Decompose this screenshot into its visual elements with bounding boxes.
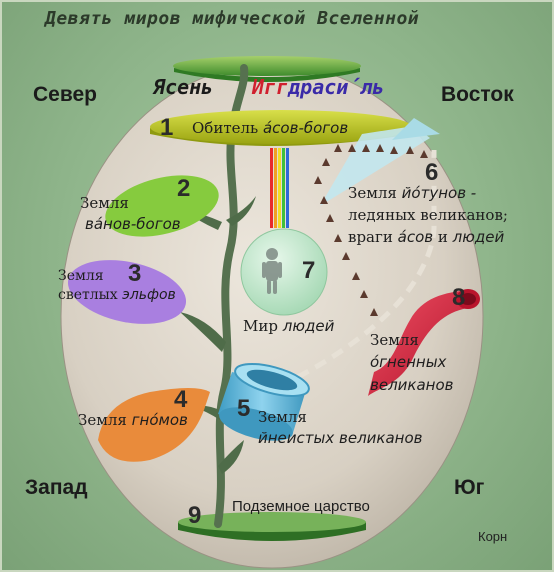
- world-6-line2: ледяных великанов;: [348, 206, 508, 224]
- dashed-path: [278, 150, 437, 389]
- yggdrasil-label: Иггдраси́ль: [252, 76, 384, 98]
- world-6-line3-plain: враги: [348, 228, 393, 246]
- direction-south: Юг: [454, 476, 485, 499]
- world-1-line1-italic: а́сов-богов: [262, 119, 349, 137]
- world-1-disc: [150, 110, 412, 144]
- world-4-cone: [98, 388, 210, 462]
- world-5-number: 5: [237, 395, 251, 422]
- diagram-title: Девять миров мифической Вселенной: [45, 8, 420, 29]
- world-3-line2-italic: эльфов: [122, 287, 176, 303]
- world-8-tube: [368, 290, 470, 396]
- world-6-line3-mid: и: [437, 228, 448, 246]
- rainbow-bridge: [270, 148, 289, 228]
- world-7-bubble: [240, 228, 328, 316]
- human-figure-icon: [262, 248, 282, 294]
- crown-disc: [173, 56, 361, 76]
- world-9-number: 9: [188, 502, 202, 529]
- world-7-line1: Мир: [243, 317, 278, 335]
- world-6-line1: Земля йо́тунов -: [348, 185, 476, 202]
- world-8-line3-italic: великанов: [370, 376, 454, 394]
- world-4-line1: Земля: [78, 411, 127, 429]
- world-4-label: Земля гно́мов: [78, 412, 188, 429]
- world-6-line3-italic-a: а́сов: [397, 228, 434, 246]
- yggdrasil-part2: драси́ль: [288, 75, 385, 99]
- world-1-line1: Обитель: [192, 119, 259, 137]
- world-4-number: 4: [174, 386, 188, 413]
- world-3-disc: [67, 260, 187, 324]
- world-5-line2: йнеистых великанов: [258, 430, 423, 447]
- world-8-line1: Земля: [370, 331, 419, 349]
- world-6-line1-plain: Земля: [348, 184, 397, 202]
- world-2-line1: Земля: [80, 194, 129, 212]
- world-8-line2-italic: о́гненных: [370, 353, 447, 371]
- world-2-disc: [105, 175, 219, 237]
- world-2-line2: ва́нов-богов: [85, 216, 181, 233]
- world-6-line3-italic-b: людей: [452, 228, 505, 246]
- world-3-line1: Земля: [58, 268, 104, 284]
- author-signature: Корн: [478, 529, 508, 544]
- direction-west: Запад: [25, 476, 88, 499]
- world-4-line1-italic: гно́мов: [131, 411, 188, 429]
- world-6-line3: враги а́сов и людей: [348, 229, 504, 246]
- world-7-label: Мир людей: [243, 318, 334, 335]
- world-9-label: Подземное царство: [232, 498, 370, 515]
- world-3-number: 3: [128, 260, 142, 287]
- world-5-line2-italic: йнеистых великанов: [258, 429, 423, 447]
- direction-east: Восток: [441, 83, 514, 106]
- world-6-line1-italic: йо́тунов -: [401, 184, 477, 202]
- world-1-number: 1: [160, 114, 174, 141]
- mountain-markers: [314, 144, 428, 316]
- yggdrasil-part1: Игг: [252, 75, 289, 99]
- world-7-number: 7: [302, 257, 316, 284]
- world-5-line1: Земля: [258, 408, 307, 426]
- world-8-line3: великанов: [370, 377, 453, 394]
- ash-label: Ясень: [153, 75, 214, 99]
- world-6-number: 6: [425, 159, 439, 186]
- world-6-triangle: [320, 126, 430, 206]
- direction-north: Север: [33, 83, 97, 106]
- world-2-number: 2: [177, 175, 191, 202]
- world-1-label: Обитель а́сов-богов: [192, 120, 348, 137]
- world-8-number: 8: [452, 284, 466, 311]
- world-3-line2-plain: светлых: [58, 287, 118, 303]
- world-3-line2: светлых эльфов: [58, 287, 176, 303]
- world-2-line2-italic: ва́нов-богов: [85, 215, 181, 233]
- world-8-line2: о́гненных: [370, 354, 446, 371]
- world-7-line1-italic: людей: [282, 317, 335, 335]
